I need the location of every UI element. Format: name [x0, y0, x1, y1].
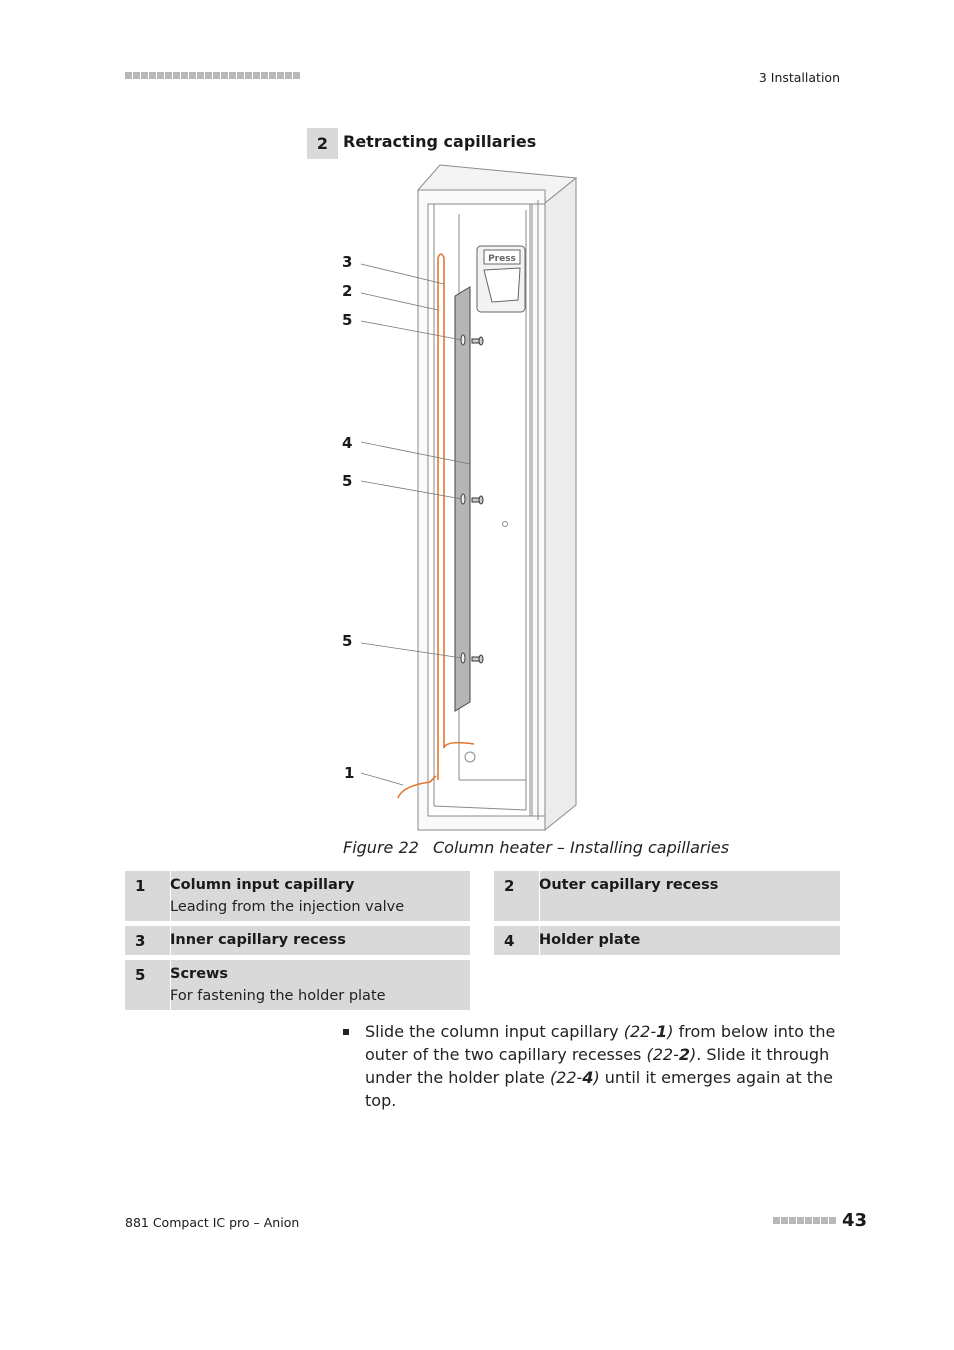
figure-caption: Figure 22 Column heater – Installing capi…	[343, 838, 729, 857]
legend-item-3: 3 Inner capillary recess	[125, 926, 470, 955]
header-section: 3 Installation	[758, 70, 840, 85]
legend-title: Column input capillary	[170, 877, 355, 893]
legend-item-5: 5 Screws For fastening the holder plate	[125, 960, 470, 1010]
legend-title: Holder plate	[539, 932, 641, 948]
page-number: 43	[841, 1210, 867, 1231]
callout-5-middle: 5	[342, 472, 352, 490]
step-title: Retracting capillaries	[343, 132, 537, 151]
housing	[416, 164, 578, 832]
injection-valve-block: Press	[476, 245, 526, 313]
legend-title: Inner capillary recess	[170, 932, 346, 948]
figure-reference: (22-4)	[549, 1068, 600, 1087]
step-number: 2	[307, 128, 338, 159]
screws	[471, 336, 484, 664]
callout-3: 3	[342, 253, 352, 271]
callout-1: 1	[344, 764, 354, 782]
capillaries	[397, 253, 475, 799]
legend-item-4: 4 Holder plate	[494, 926, 840, 955]
footer-decoration	[772, 1217, 836, 1224]
legend-description: Leading from the injection valve	[170, 899, 405, 915]
footer-page: 43	[772, 1210, 867, 1231]
column-heater-figure: Press 3 2 5 4 5 5 1	[342, 164, 578, 832]
legend-item-1: 1 Column input capillary Leading from th…	[125, 871, 470, 921]
legend-title: Outer capillary recess	[539, 877, 719, 893]
callout-lines	[360, 263, 471, 786]
instruction-text: Slide the column input capillary (22-1) …	[365, 1022, 836, 1110]
header-decoration	[125, 72, 300, 79]
holder-plate	[454, 286, 471, 712]
figure-reference: (22-2)	[646, 1045, 697, 1064]
legend-title: Screws	[170, 966, 229, 982]
callout-5-bottom: 5	[342, 632, 352, 650]
legend-number: 5	[135, 966, 146, 984]
callout-4: 4	[342, 434, 352, 452]
footer-product: 881 Compact IC pro – Anion	[125, 1215, 300, 1230]
legend-description: For fastening the holder plate	[170, 988, 386, 1004]
legend-number: 1	[135, 877, 146, 895]
figure-caption-text: Column heater – Installing capillaries	[433, 838, 730, 857]
figure-reference: (22-1)	[623, 1022, 674, 1041]
legend-item-2: 2 Outer capillary recess	[494, 871, 840, 921]
callout-5-top: 5	[342, 311, 352, 329]
legend-number: 4	[504, 932, 515, 950]
bullet-icon	[343, 1029, 349, 1035]
figure-number: Figure 22	[343, 838, 419, 857]
legend-number: 3	[135, 932, 146, 950]
callout-2: 2	[342, 282, 352, 300]
legend-number: 2	[504, 877, 515, 895]
device-label: Press	[488, 254, 516, 264]
